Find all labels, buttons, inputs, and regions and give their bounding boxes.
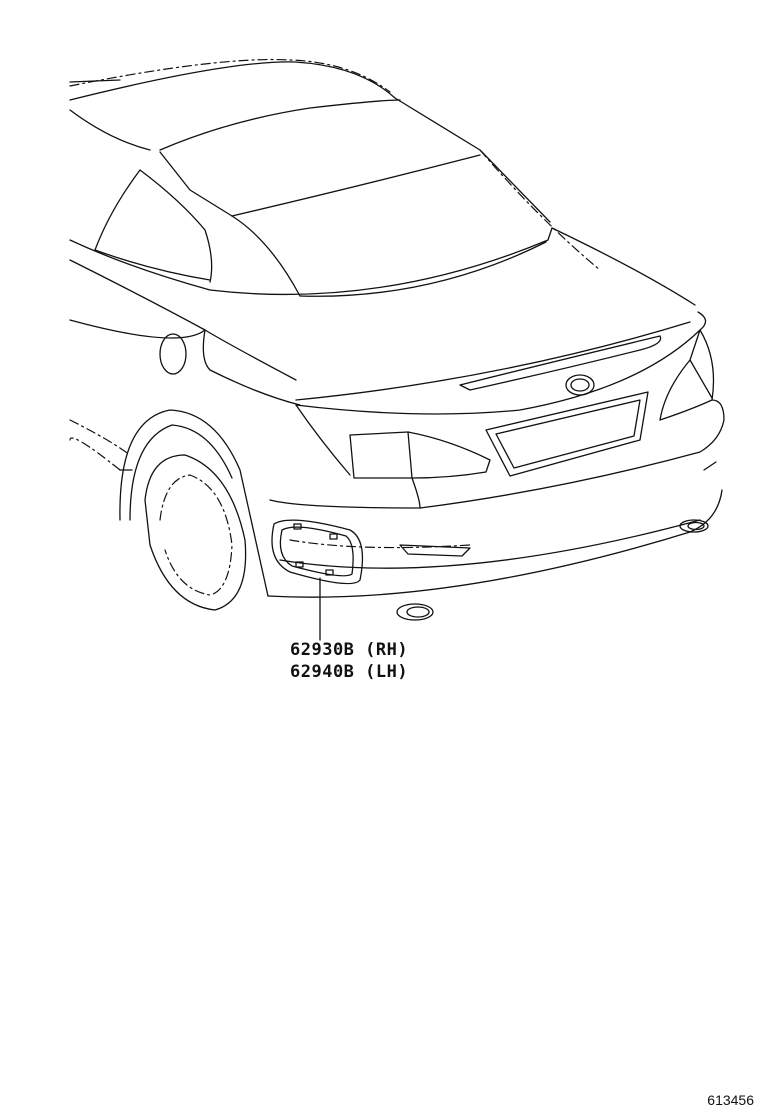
figure-id-label: 613456 xyxy=(707,1092,754,1108)
rear-bumper xyxy=(267,399,725,598)
rear-window xyxy=(209,149,696,306)
tail-lights xyxy=(295,329,715,479)
part-number-lh-label[interactable]: 62940B (LH) xyxy=(290,662,409,682)
roof-outline xyxy=(69,58,551,297)
side-window xyxy=(69,109,213,291)
license-plate-recess xyxy=(485,391,649,477)
exhaust-tips xyxy=(396,519,709,621)
wheel-arch xyxy=(69,409,269,597)
reflector-part xyxy=(271,519,364,585)
part-number-rh-label[interactable]: 62930B (RH) xyxy=(290,640,409,660)
rear-wheel xyxy=(144,454,247,611)
body-side xyxy=(69,259,301,456)
trunk-lid xyxy=(295,311,707,415)
